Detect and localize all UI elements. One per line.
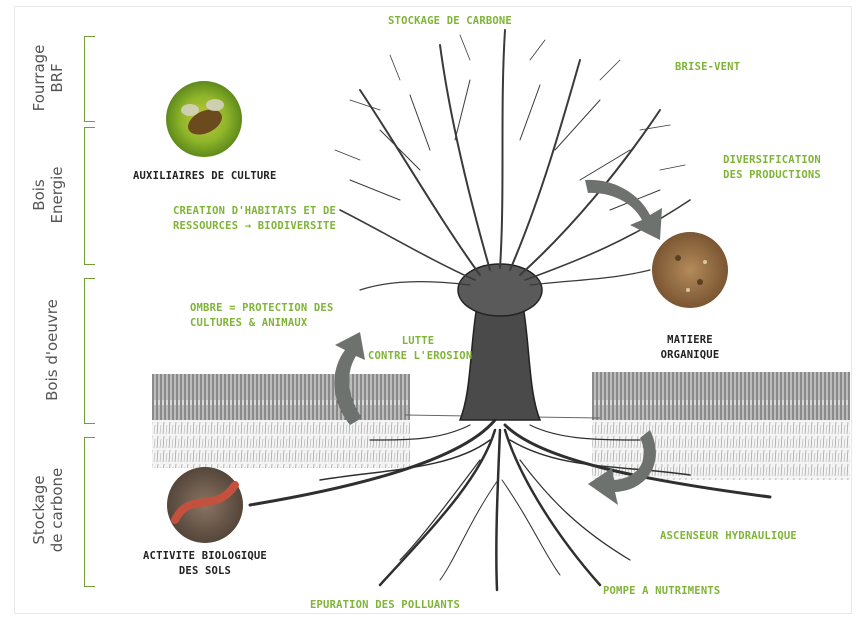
tree-pollard-head — [458, 264, 542, 316]
label-pompe-nutriments: POMPE A NUTRIMENTS — [603, 584, 720, 599]
arrow-top-right — [585, 180, 662, 240]
label-auxiliaires: AUXILIAIRES DE CULTURE — [133, 169, 276, 184]
label-ascenseur-hydraulique: ASCENSEUR HYDRAULIQUE — [660, 529, 797, 544]
label-brise-vent: BRISE-VENT — [675, 60, 740, 75]
tree-trunk — [460, 300, 540, 420]
crop-field-right — [592, 372, 850, 480]
earthworm-photo — [167, 467, 243, 543]
tree-crown — [335, 30, 690, 290]
label-epuration-polluants: EPURATION DES POLLUANTS — [310, 598, 460, 613]
soil-photo — [652, 232, 728, 308]
label-stockage-carbone-top: STOCKAGE DE CARBONE — [380, 14, 520, 29]
crop-field-left — [152, 374, 410, 468]
bee-photo — [166, 81, 242, 157]
